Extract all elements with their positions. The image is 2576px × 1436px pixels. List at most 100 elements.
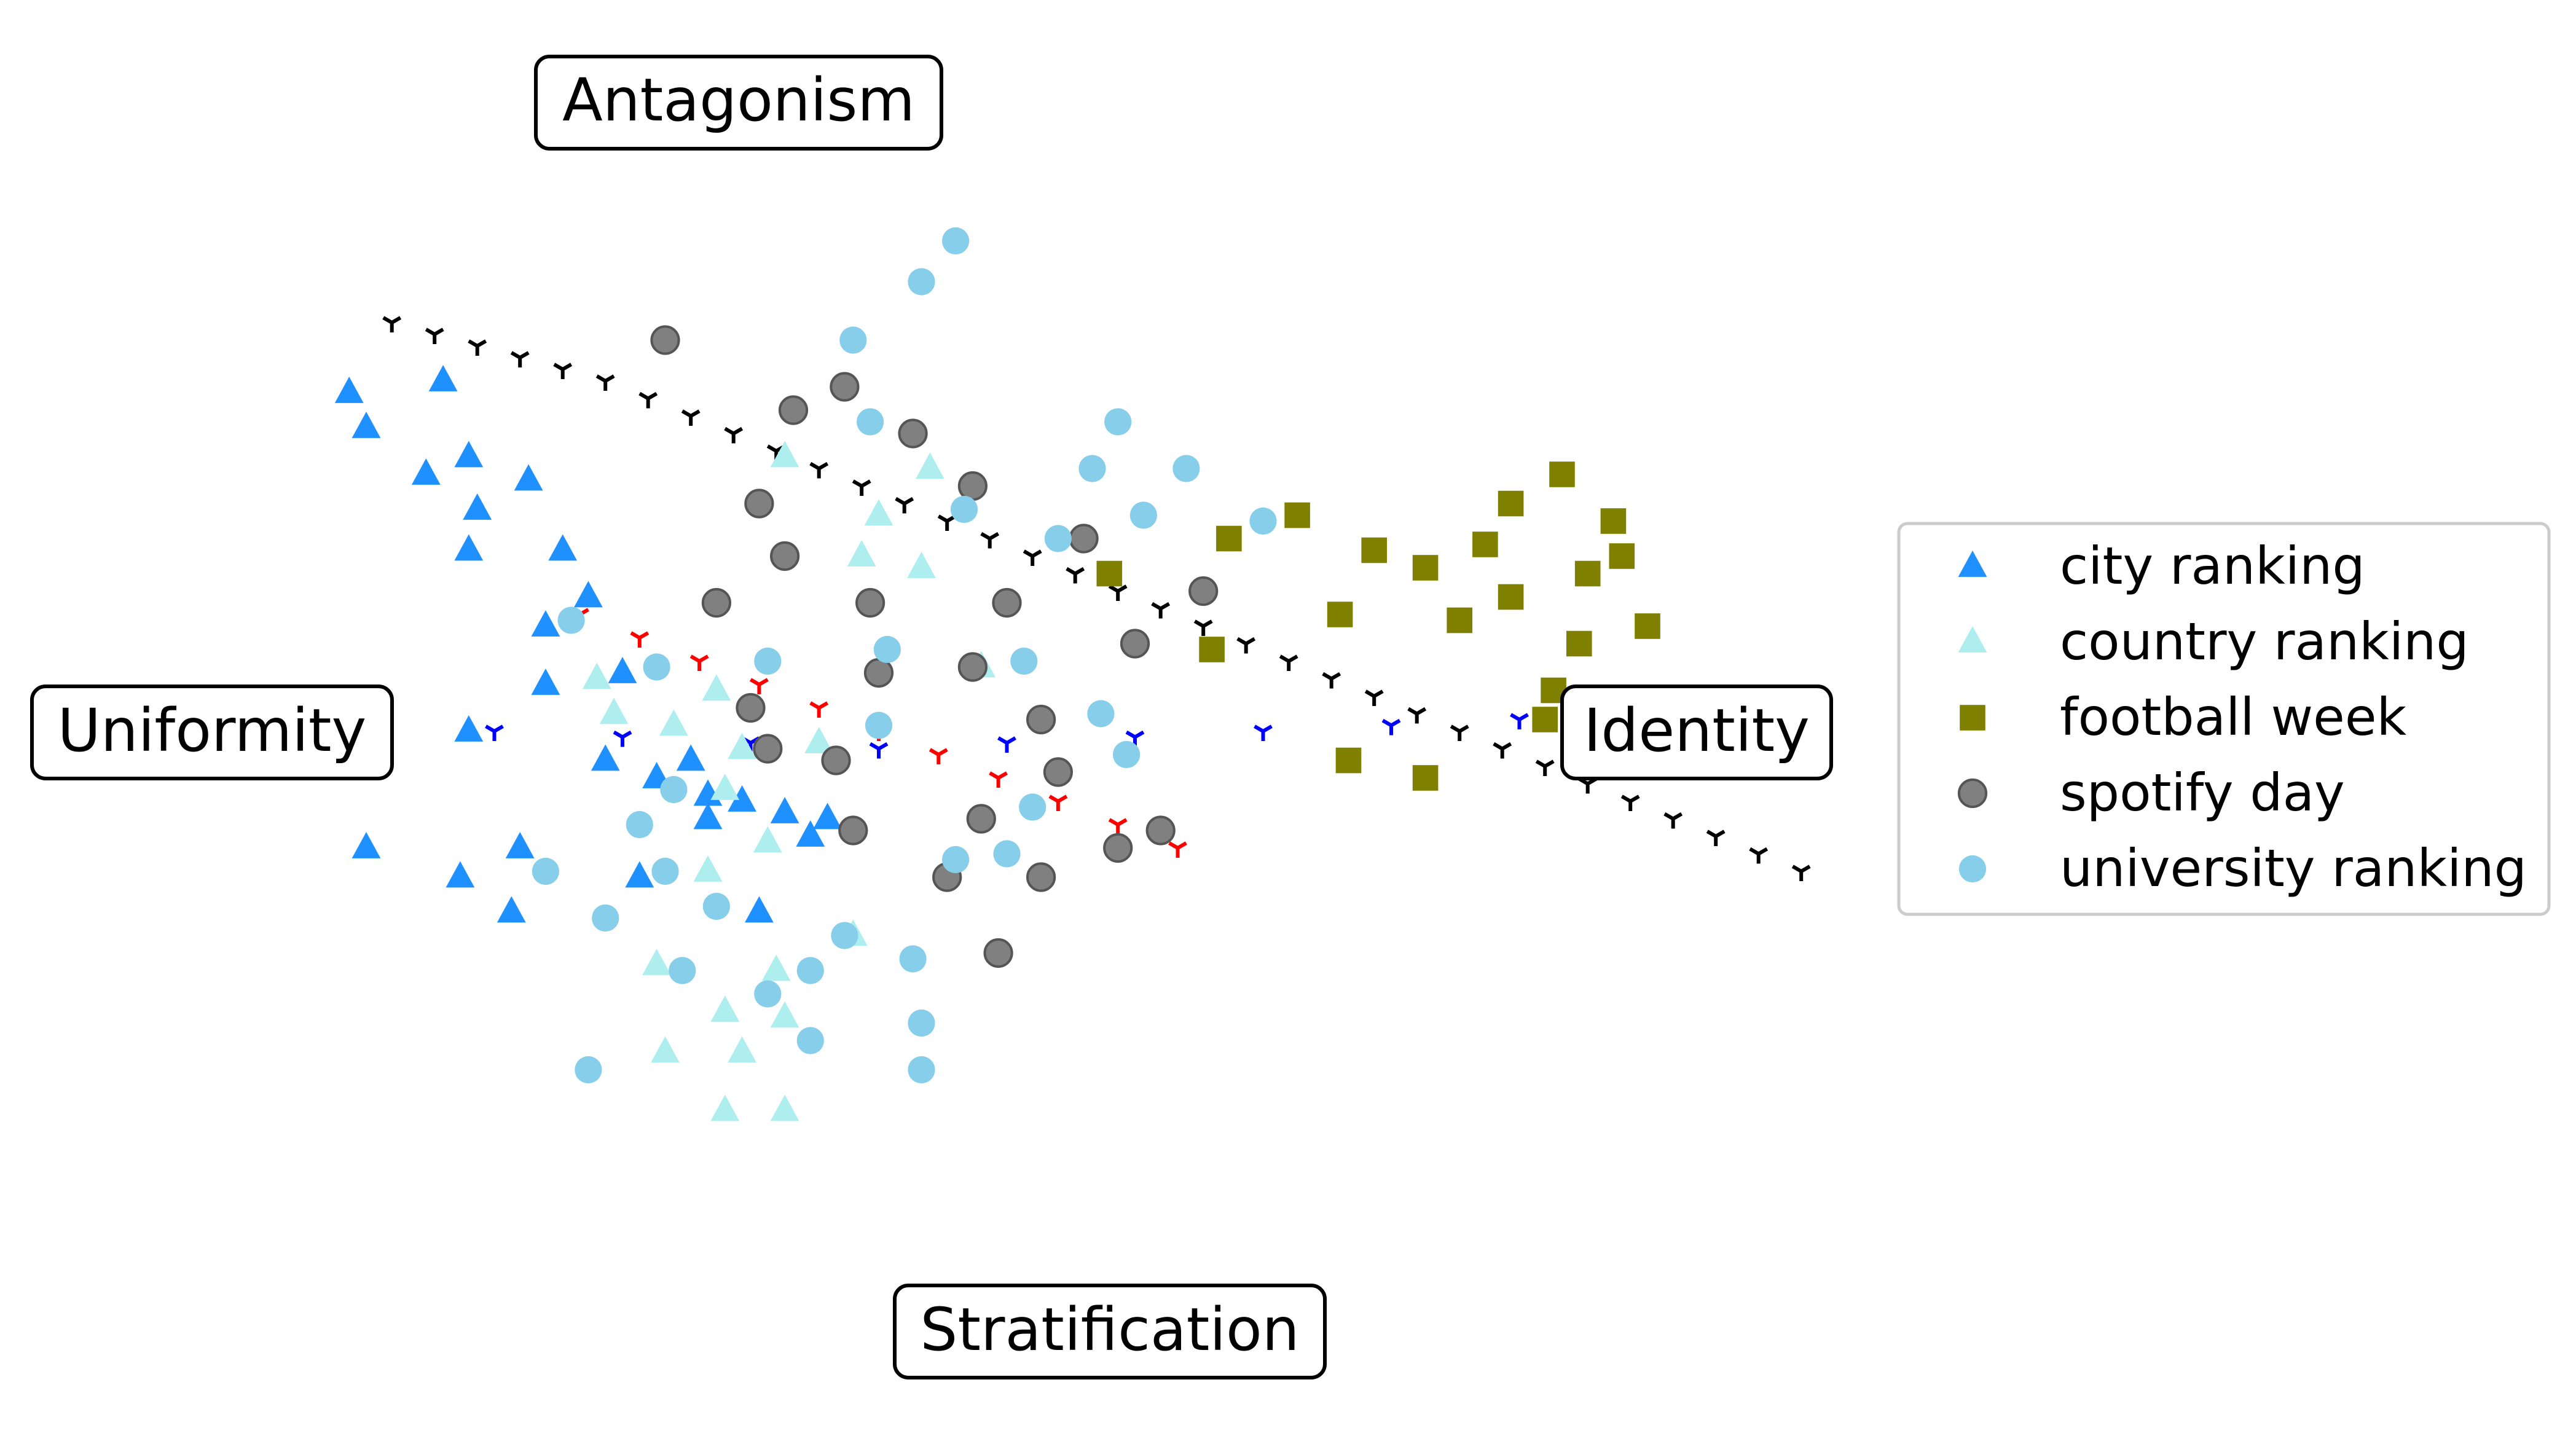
data-point [957, 652, 988, 682]
legend-marker [1957, 778, 1988, 809]
boundary-marker [1620, 795, 1640, 811]
data-point [1026, 704, 1056, 735]
data-point [908, 1056, 935, 1084]
boundary-marker [929, 748, 948, 764]
data-point [676, 744, 705, 771]
corner-label-top-text: Antagonism [562, 66, 915, 135]
data-point [957, 471, 988, 501]
data-point [557, 606, 585, 634]
data-point [351, 832, 381, 858]
data-point [599, 697, 629, 724]
boundary-marker [1236, 637, 1256, 654]
data-point [728, 732, 756, 759]
corner-label-left: Uniformity [30, 685, 394, 780]
data-point [1069, 524, 1099, 554]
legend-label: spotify day [2060, 763, 2345, 823]
data-point [669, 957, 696, 984]
boundary-marker [1322, 672, 1341, 689]
data-point [454, 534, 484, 561]
data-point [865, 712, 893, 739]
data-point [1199, 637, 1225, 662]
boundary-marker [689, 654, 709, 671]
data-point [838, 815, 868, 846]
data-point [754, 647, 782, 675]
data-point [582, 662, 611, 689]
data-point [446, 861, 475, 888]
data-point [1078, 455, 1106, 482]
data-point [821, 745, 851, 775]
boundary-marker [980, 532, 1000, 549]
legend-marker [1958, 626, 1987, 653]
boundary-marker [382, 316, 402, 332]
data-point [1566, 630, 1592, 657]
data-point [651, 1036, 680, 1063]
boundary-marker [1535, 759, 1555, 776]
data-point [1026, 862, 1056, 892]
data-point [796, 1027, 824, 1054]
data-point [531, 669, 560, 695]
data-point [778, 395, 809, 425]
boundary-marker [1168, 841, 1187, 858]
data-point [813, 802, 842, 830]
boundary-marker [638, 391, 658, 409]
data-point [966, 804, 996, 834]
boundary-marker [1706, 830, 1726, 846]
boundary-marker [1450, 724, 1469, 741]
legend-label: university ranking [2060, 838, 2527, 898]
data-point [728, 1036, 756, 1063]
boundary-marker [1749, 847, 1769, 864]
data-point [1447, 607, 1472, 634]
boundary-marker [724, 426, 744, 444]
data-point [1043, 757, 1074, 787]
boundary-marker [1493, 742, 1512, 759]
boundary-marker [425, 328, 444, 344]
data-point [831, 922, 858, 949]
data-point [753, 826, 782, 853]
data-point [1412, 555, 1439, 581]
boundary-marker [1066, 567, 1085, 584]
data-point [710, 1094, 740, 1121]
boundary-marker [1048, 795, 1068, 811]
data-point [864, 499, 893, 526]
data-point [1010, 647, 1038, 675]
data-point [548, 534, 578, 561]
boundary-marker [937, 514, 957, 531]
data-point [1532, 707, 1558, 732]
boundary-marker [1279, 654, 1298, 671]
boundary-marker [1510, 713, 1529, 729]
data-point [702, 674, 731, 701]
data-point [1412, 765, 1439, 791]
boundary-marker [510, 351, 530, 367]
data-point [693, 802, 723, 830]
data-point [1104, 408, 1132, 436]
data-point [770, 1001, 799, 1028]
boundary-marker [468, 339, 487, 356]
boundary-marker [1108, 818, 1128, 834]
data-point [857, 408, 884, 436]
data-point [497, 896, 526, 923]
data-point [847, 540, 876, 567]
data-point [1129, 501, 1157, 529]
data-point [660, 775, 688, 804]
data-point [626, 810, 653, 839]
boundary-marker [1108, 584, 1128, 601]
data-point [1361, 537, 1387, 563]
legend-label: country ranking [2060, 611, 2469, 672]
data-point [1498, 584, 1524, 610]
boundary-marker [997, 736, 1016, 753]
corner-label-bottom-text: Stratification [920, 1295, 1299, 1364]
boundary-marker [1254, 724, 1273, 741]
data-point [693, 855, 723, 882]
boundary-marker [681, 409, 701, 426]
data-point [514, 464, 543, 491]
data-point [1172, 455, 1200, 482]
boundary-marker [1151, 602, 1171, 619]
corner-label-right: Identity [1560, 685, 1833, 780]
data-point [873, 635, 901, 664]
boundary-marker [1407, 707, 1427, 724]
boundary-marker [1578, 777, 1598, 794]
boundary-marker [750, 678, 769, 694]
data-point [463, 493, 492, 520]
